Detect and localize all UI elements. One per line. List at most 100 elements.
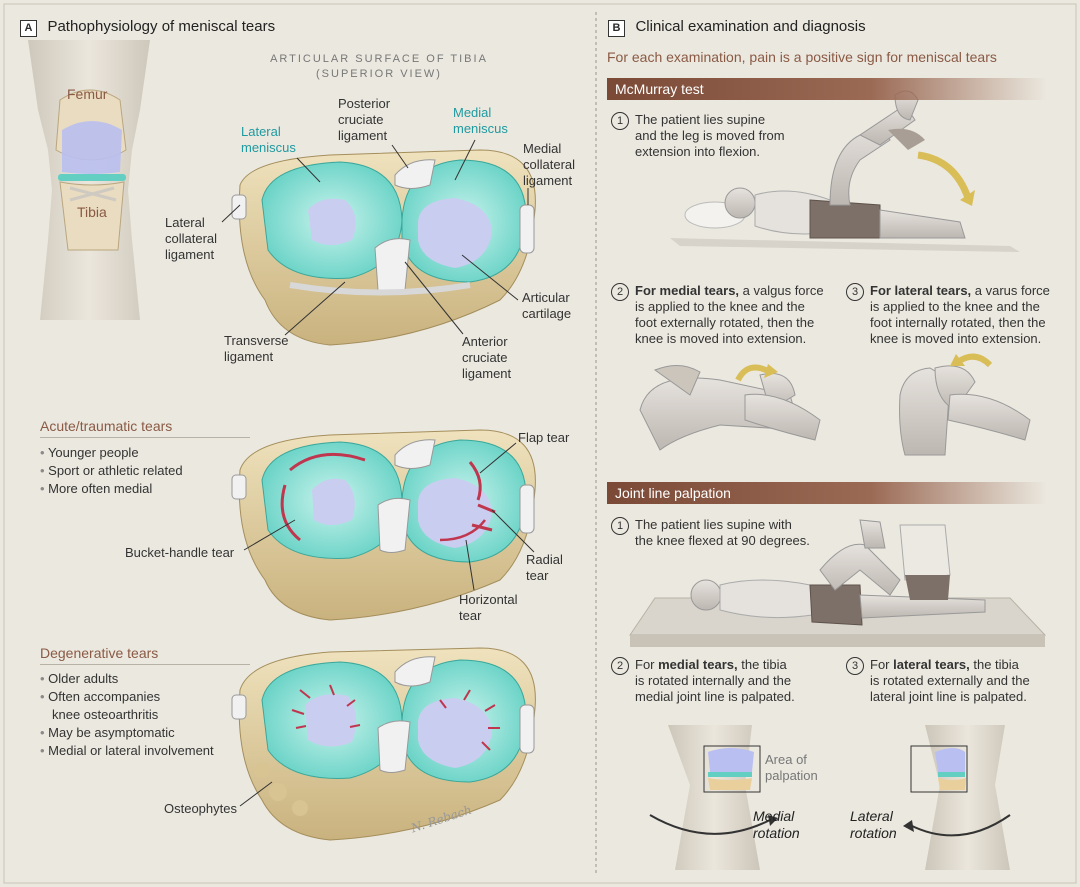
step-bold: For lateral tears, <box>870 283 972 298</box>
medial-rot-line2: rotation <box>753 825 800 841</box>
lateral-meniscus-label: Lateral meniscus <box>241 124 296 156</box>
step-line-rest: a varus force <box>971 283 1050 298</box>
step-text: For medial tears, a valgus force is appl… <box>635 283 824 347</box>
surface-title-line2: (SUPERIOR VIEW) <box>316 68 442 80</box>
degenerative-bullets: Older adults Often accompanies knee oste… <box>40 670 214 760</box>
step-number: 3 <box>846 283 864 301</box>
step-line: medial joint line is palpated. <box>635 689 795 704</box>
lateral-rotation-knee <box>903 725 1011 870</box>
lcl-line3: ligament <box>165 247 215 262</box>
step-line: foot internally rotated, then the <box>870 315 1046 330</box>
palpation-step2: 2 For medial tears, the tibia is rotated… <box>611 657 839 705</box>
mcl-line2: collateral <box>523 157 576 172</box>
radial-tear-label: Radial tear <box>526 552 563 584</box>
step-number: 2 <box>611 283 629 301</box>
step-bold: lateral tears, <box>893 657 970 672</box>
lateral-rot-line2: rotation <box>850 825 897 841</box>
area-line1: Area of <box>765 752 807 767</box>
acute-bullet: More often medial <box>40 480 183 498</box>
knee-anatomy-illustration <box>28 40 150 320</box>
articular-cartilage-label: Articular cartilage <box>522 290 571 322</box>
mcmurray-step1-illustration <box>670 90 1020 252</box>
mm-line2: meniscus <box>453 121 508 136</box>
mcmurray-step2-illustration <box>639 364 821 451</box>
mcmurray-step3-illustration <box>899 353 1031 456</box>
tibia-label: Tibia <box>77 204 107 220</box>
step-line-rest: a valgus force <box>739 283 824 298</box>
lateral-rotation-label: Lateral rotation <box>850 808 897 842</box>
area-of-palpation-label: Area of palpation <box>765 752 818 784</box>
step-text: The patient lies supine and the leg is m… <box>635 112 785 160</box>
step-line: foot externally rotated, then the <box>635 315 815 330</box>
panel-b-header: B Clinical examination and diagnosis <box>608 18 866 37</box>
mcmurray-step1: 1 The patient lies supine and the leg is… <box>611 112 785 160</box>
ac-line2: cartilage <box>522 306 572 321</box>
acl-line2: cruciate <box>462 350 508 365</box>
mcl-line1: Medial <box>523 141 562 156</box>
lateral-rot-line1: Lateral <box>850 808 893 824</box>
step-text: The patient lies supine with the knee fl… <box>635 517 810 549</box>
panel-b-title: Clinical examination and diagnosis <box>635 18 866 35</box>
step-line: knee is moved into extension. <box>635 331 807 346</box>
palpation-bar: Joint line palpation <box>607 482 1047 504</box>
panel-a-header: A Pathophysiology of meniscal tears <box>20 18 275 37</box>
acl-line3: ligament <box>462 366 512 381</box>
medial-rotation-label: Medial rotation <box>753 808 800 842</box>
transverse-ligament-label: Transverse ligament <box>224 333 289 365</box>
mcmurray-bar: McMurray test <box>607 78 1047 100</box>
step-line: lateral joint line is palpated. <box>870 689 1027 704</box>
acute-bullets: Younger people Sport or athletic related… <box>40 444 183 498</box>
pcl-line2: cruciate <box>338 112 384 127</box>
step-line: is applied to the knee and the <box>870 299 1040 314</box>
posterior-cruciate-label: Posterior cruciate ligament <box>338 96 390 144</box>
osteophytes-label: Osteophytes <box>164 801 237 816</box>
step-bold: medial tears, <box>658 657 738 672</box>
pcl-line1: Posterior <box>338 96 391 111</box>
medial-rotation-knee <box>649 725 778 870</box>
mcmurray-step2: 2 For medial tears, a valgus force is ap… <box>611 283 839 347</box>
step-number: 2 <box>611 657 629 675</box>
panel-b-subtitle: For each examination, pain is a positive… <box>607 49 997 65</box>
step-number: 1 <box>611 517 629 535</box>
tibia-plateau-normal <box>231 149 536 346</box>
flap-tear-label: Flap tear <box>518 430 570 445</box>
lcl-line1: Lateral <box>165 215 205 230</box>
medial-meniscus-label: Medial meniscus <box>453 105 508 137</box>
step-pre: For <box>635 657 659 672</box>
step-text: For medial tears, the tibia is rotated i… <box>635 657 795 705</box>
degen-bullet: Often accompanies <box>40 688 214 706</box>
tibia-plateau-degenerative <box>231 647 536 841</box>
step-pre: For <box>870 657 894 672</box>
step-number: 3 <box>846 657 864 675</box>
degen-bullet: Older adults <box>40 670 214 688</box>
step-line: For medial tears, the tibia <box>635 657 795 673</box>
step-number: 1 <box>611 112 629 130</box>
acl-line1: Anterior <box>462 334 508 349</box>
acute-bullet: Sport or athletic related <box>40 462 182 480</box>
lm-line2: meniscus <box>241 140 296 155</box>
step-line: The patient lies supine <box>635 112 766 127</box>
frame <box>3 3 1077 884</box>
step-bold: For medial tears, <box>635 283 740 298</box>
panel-b-letter: B <box>608 20 625 37</box>
area-line2: palpation <box>765 768 818 783</box>
step-line: and the leg is moved from <box>635 128 785 143</box>
surface-title: ARTICULAR SURFACE OF TIBIA (SUPERIOR VIE… <box>256 52 502 82</box>
radial-line1: Radial <box>526 552 563 567</box>
tl-line1: Transverse <box>224 333 289 348</box>
leader-lines-a <box>221 139 535 807</box>
step-line: is applied to the knee and the <box>635 299 805 314</box>
horizontal-line2: tear <box>459 608 482 623</box>
step-line: For lateral tears, a varus force <box>870 283 1050 299</box>
medial-rot-line1: Medial <box>753 808 795 824</box>
palpation-step1-illustration <box>629 519 1047 647</box>
mcl-line3: ligament <box>523 173 573 188</box>
acute-tears-title: Acute/traumatic tears <box>40 418 250 438</box>
mm-line1: Medial <box>453 105 492 120</box>
bucket-handle-tear-label: Bucket-handle tear <box>125 545 235 560</box>
step-line-rest: the tibia <box>969 657 1019 672</box>
radial-line2: tear <box>526 568 549 583</box>
palpation-step3: 3 For lateral tears, the tibia is rotate… <box>846 657 1074 705</box>
panel-a-title: Pathophysiology of meniscal tears <box>47 18 276 35</box>
step-line: the knee flexed at 90 degrees. <box>635 533 810 548</box>
